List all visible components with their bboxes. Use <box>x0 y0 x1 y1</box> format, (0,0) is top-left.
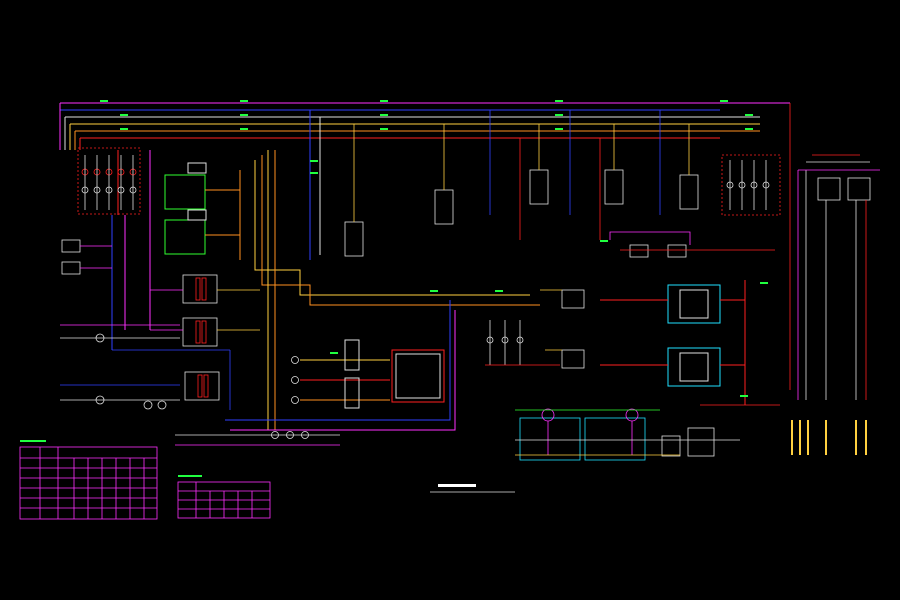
equipment-table-2 <box>177 481 271 519</box>
pump-group-top-right <box>721 154 781 216</box>
storage-tanks-right <box>600 280 746 405</box>
green-exchanger-units <box>164 162 241 260</box>
far-right-units <box>789 103 880 400</box>
table-2-caption-mark <box>178 475 202 477</box>
equipment-table-1 <box>19 446 158 520</box>
left-risers <box>59 103 151 350</box>
pipe-tag-labels <box>100 100 768 397</box>
right-middle-boxes <box>609 231 775 258</box>
drawing-title-block <box>430 484 515 493</box>
table-1-caption-mark <box>20 440 46 442</box>
bottom-right-equipment <box>515 404 780 461</box>
pump-row-bottom-center <box>175 356 340 446</box>
central-storage-tank <box>344 339 445 409</box>
right-vertical-legend <box>791 420 867 455</box>
left-equipment-boxes <box>61 239 112 275</box>
vertical-exchangers-top <box>344 110 699 257</box>
pump-group-top-left <box>77 147 141 215</box>
center-right-exchangers <box>485 289 585 369</box>
central-pipe-network <box>225 110 540 431</box>
plate-exchangers-left <box>150 274 260 401</box>
pump-row-bottom-left <box>60 324 231 410</box>
header-pipe-bundle <box>60 102 790 139</box>
